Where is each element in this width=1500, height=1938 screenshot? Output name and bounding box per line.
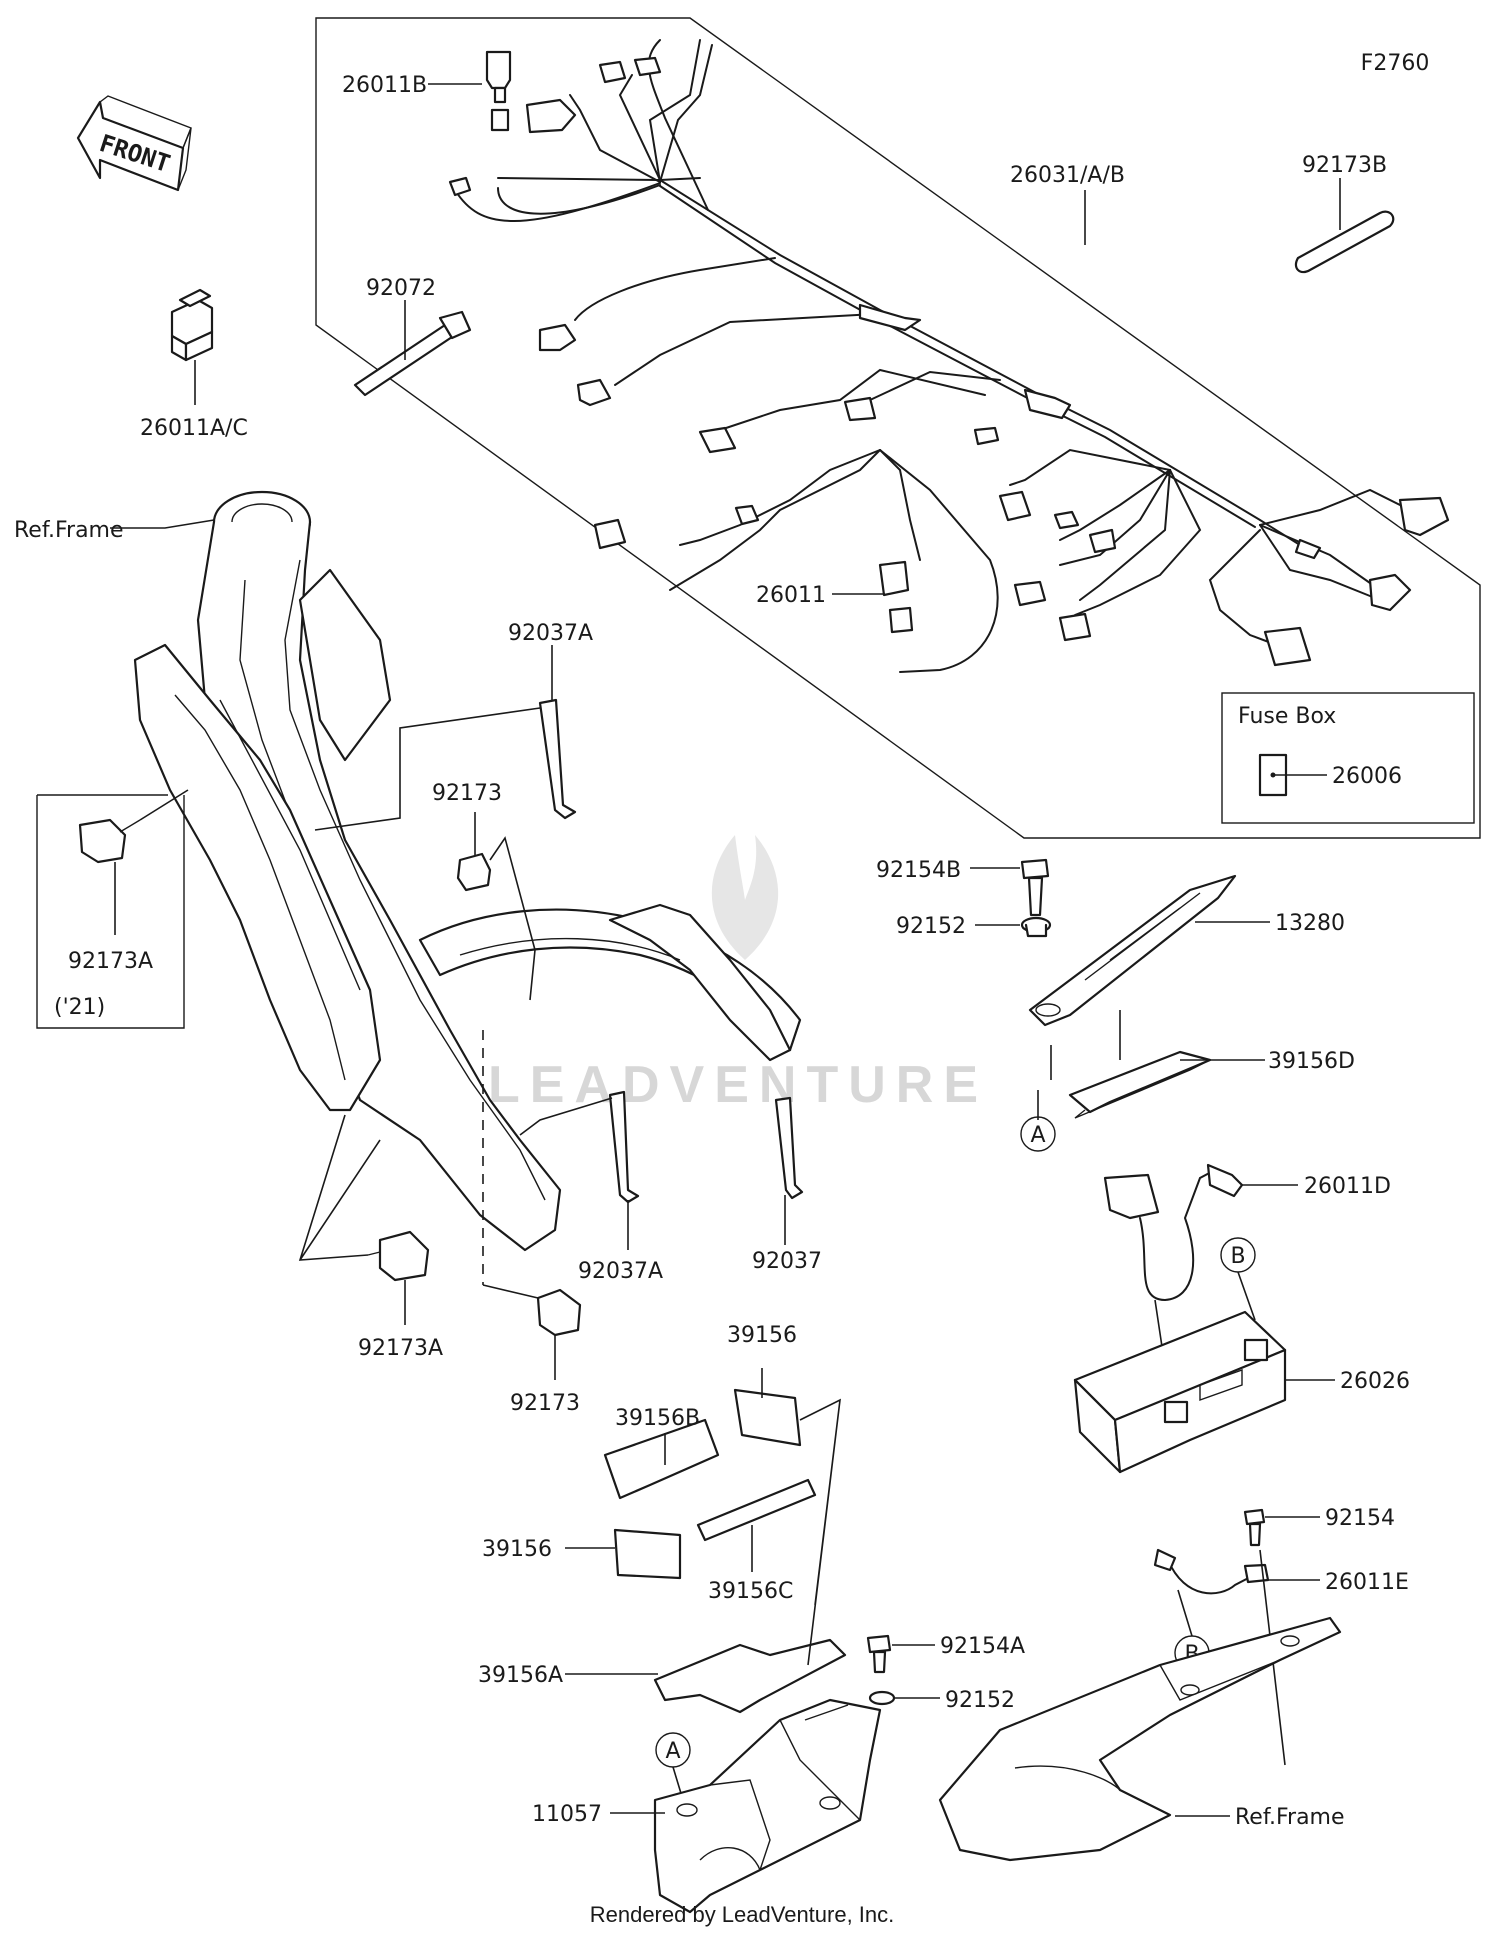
label-92173B: 92173B: [1302, 153, 1387, 178]
part-92152-top-grommet: [1020, 916, 1052, 938]
part-92154A-bolt: [866, 1634, 892, 1674]
part-26011D-cable: [1103, 1163, 1244, 1302]
part-92173-bottom: [536, 1288, 582, 1337]
callout-A-bottom: A: [665, 1739, 680, 1764]
label-92154A: 92154A: [940, 1634, 1025, 1659]
leader-callout-A-top: [1037, 1045, 1052, 1120]
part-92173A-left: [78, 818, 141, 864]
label-13280: 13280: [1275, 911, 1345, 936]
part-92037A-top: [538, 698, 577, 820]
part-92037: [774, 1096, 804, 1200]
fuse-box-title: Fuse Box: [1238, 704, 1336, 729]
leader-92173A-left-ref: [139, 789, 189, 821]
leader-39156-group-ref: [799, 1398, 841, 1666]
label-ref-frame-top: Ref.Frame: [14, 518, 124, 543]
leader-92173A-bottom-ref: [298, 1114, 381, 1261]
part-92154-bolt: [1243, 1508, 1266, 1547]
label-92154B: 92154B: [876, 858, 961, 883]
fuse-box-frame: [1221, 692, 1475, 824]
part-92173-top: [456, 852, 492, 892]
leader-92037A-bottom: [519, 1097, 629, 1250]
part-26011AC-relay: [170, 288, 214, 362]
part-92152-bottom-grommet: [868, 1690, 896, 1706]
leader-39156D: [1119, 1010, 1265, 1061]
label-26011: 26011: [756, 583, 826, 608]
label-92173A-bottom: 92173A: [358, 1336, 443, 1361]
leader-92173-bottom: [482, 1284, 556, 1380]
leader-92173-top-ref: [489, 836, 536, 1001]
label-92152-bottom: 92152: [945, 1688, 1015, 1713]
label-26006: 26006: [1332, 764, 1402, 789]
label-92173-top: 92173: [432, 781, 502, 806]
label-26031: 26031/A/B: [1010, 163, 1125, 188]
leader-92037A-top-ref: [314, 707, 541, 831]
callout-A-top: A: [1030, 1123, 1045, 1148]
part-39156-pads: [603, 1388, 847, 1714]
main-wiring-harness: [448, 39, 1450, 673]
part-11057-battery-tray: [653, 1698, 882, 1914]
label-92037A-top: 92037A: [508, 621, 593, 646]
label-39156D: 39156D: [1268, 1049, 1355, 1074]
front-arrow-icon: FRONT: [76, 95, 192, 192]
label-92152-top: 92152: [896, 914, 966, 939]
callout-A-top-circle: [1020, 1116, 1056, 1152]
part-26011E-cable: [1153, 1548, 1270, 1595]
label-92037: 92037: [752, 1249, 822, 1274]
note-21-box: [36, 794, 185, 1029]
label-92173A-left: 92173A: [68, 949, 153, 974]
label-26011B: 26011B: [342, 73, 427, 98]
label-11057: 11057: [532, 1802, 602, 1827]
watermark: LEADVENTURE: [488, 835, 988, 1114]
label-26011AC: 26011A/C: [140, 416, 248, 441]
part-92037A-bottom: [608, 1090, 640, 1204]
diagram-code: F2760: [1361, 51, 1430, 76]
label-92037A-bottom: 92037A: [578, 1259, 663, 1284]
label-39156-left: 39156: [482, 1537, 552, 1562]
label-39156A: 39156A: [478, 1663, 563, 1688]
note-21: ('21): [54, 995, 105, 1020]
part-26026-battery: [1073, 1310, 1287, 1474]
label-26011D: 26011D: [1304, 1174, 1391, 1199]
frame-bottom-section: [938, 1616, 1342, 1862]
label-39156-top: 39156: [727, 1323, 797, 1348]
label-26011E: 26011E: [1325, 1570, 1409, 1595]
main-frame: [133, 490, 802, 1252]
part-39156D-pad: [1068, 1050, 1212, 1119]
part-92173B: [1294, 210, 1395, 274]
label-92173-bottom: 92173: [510, 1391, 580, 1416]
callout-B-top: B: [1230, 1244, 1245, 1269]
label-39156B: 39156B: [615, 1406, 700, 1431]
label-ref-frame-bottom: Ref.Frame: [1235, 1805, 1345, 1830]
label-26026: 26026: [1340, 1369, 1410, 1394]
part-92154B-bolt: [1020, 858, 1050, 917]
harness-assembly-outline: [315, 17, 1481, 839]
label-92154: 92154: [1325, 1506, 1395, 1531]
footer-credit: Rendered by LeadVenture, Inc.: [590, 1902, 895, 1927]
watermark-text: LEADVENTURE: [488, 1056, 988, 1114]
part-13280-battery-holder: [1028, 874, 1237, 1027]
leader-ref-frame-top: [110, 519, 215, 529]
fuse-dot: [1270, 772, 1276, 778]
part-92072-cable-tie: [353, 310, 472, 397]
part-92173A-bottom: [367, 1230, 430, 1282]
label-92072: 92072: [366, 276, 436, 301]
label-39156C: 39156C: [708, 1579, 793, 1604]
